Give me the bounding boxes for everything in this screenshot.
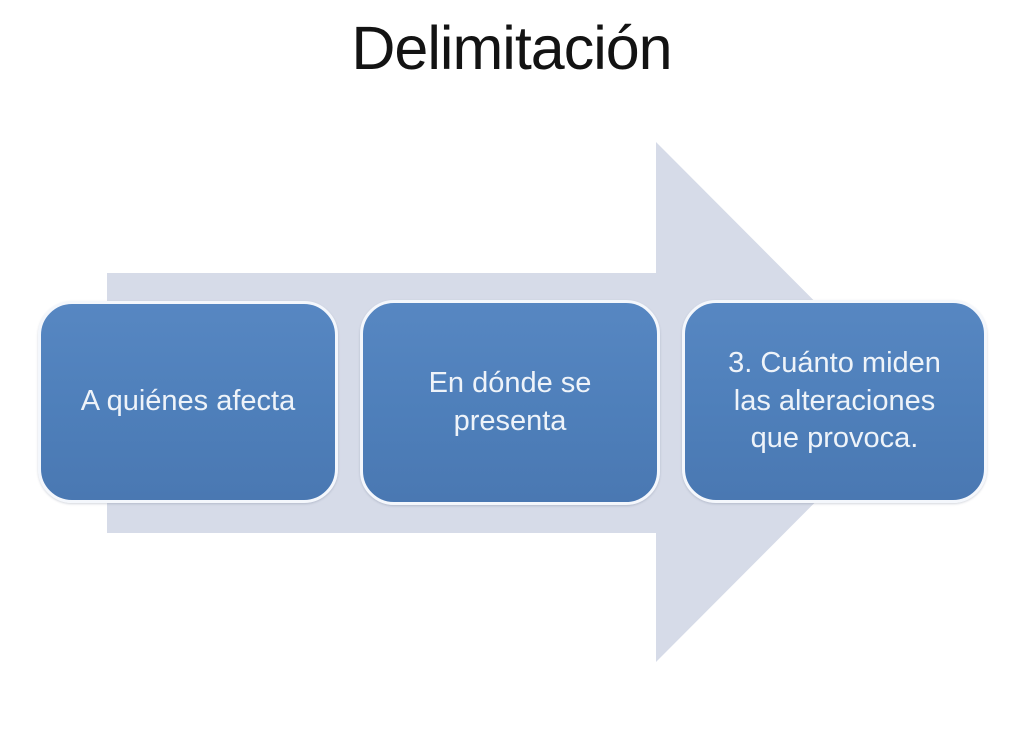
step-label: A quiénes afecta xyxy=(80,385,296,418)
step-box-cuanto-miden-alteraciones: 3. Cuánto miden las alteraciones que pro… xyxy=(682,300,987,503)
step-label: En dónde se presenta xyxy=(428,366,592,437)
slide-title: Delimitación xyxy=(351,14,672,82)
step-box-a-quienes-afecta: A quiénes afecta xyxy=(38,301,338,503)
step-label: 3. Cuánto miden las alteraciones que pro… xyxy=(728,346,941,455)
step-box-en-donde-se-presenta: En dónde se presenta xyxy=(360,300,660,505)
